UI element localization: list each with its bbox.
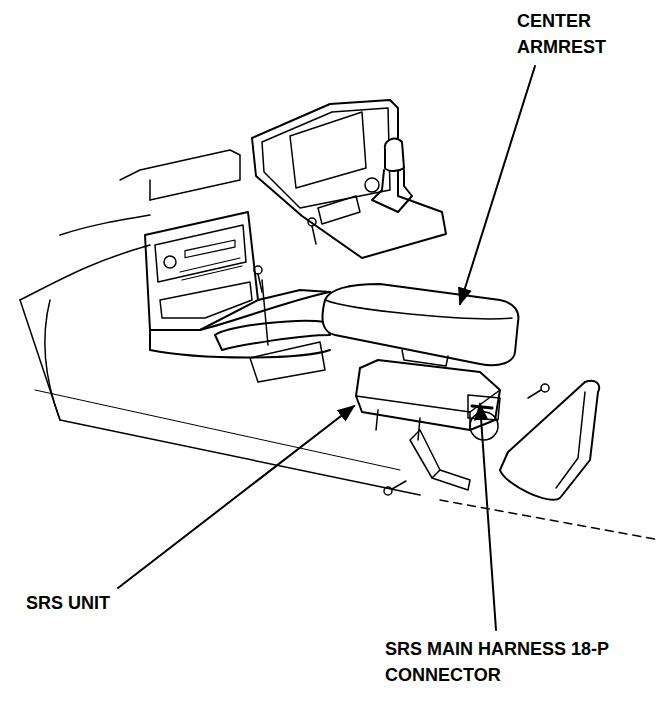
- center-panel: [252, 100, 446, 258]
- part-label: SRS MAIN HARNESS 18-P CONNECTOR: [385, 636, 625, 688]
- center-console: [145, 212, 340, 358]
- parking-brake-lever: [215, 280, 330, 382]
- leader-lines: [118, 66, 535, 630]
- part-label: CENTER ARMREST: [517, 8, 637, 60]
- srs-unit-body: [356, 360, 500, 490]
- dashboard: [20, 150, 660, 540]
- center-armrest: [322, 284, 518, 366]
- rear-cover: [500, 381, 599, 500]
- part-label: SRS UNIT: [26, 590, 226, 616]
- screws: [254, 218, 549, 495]
